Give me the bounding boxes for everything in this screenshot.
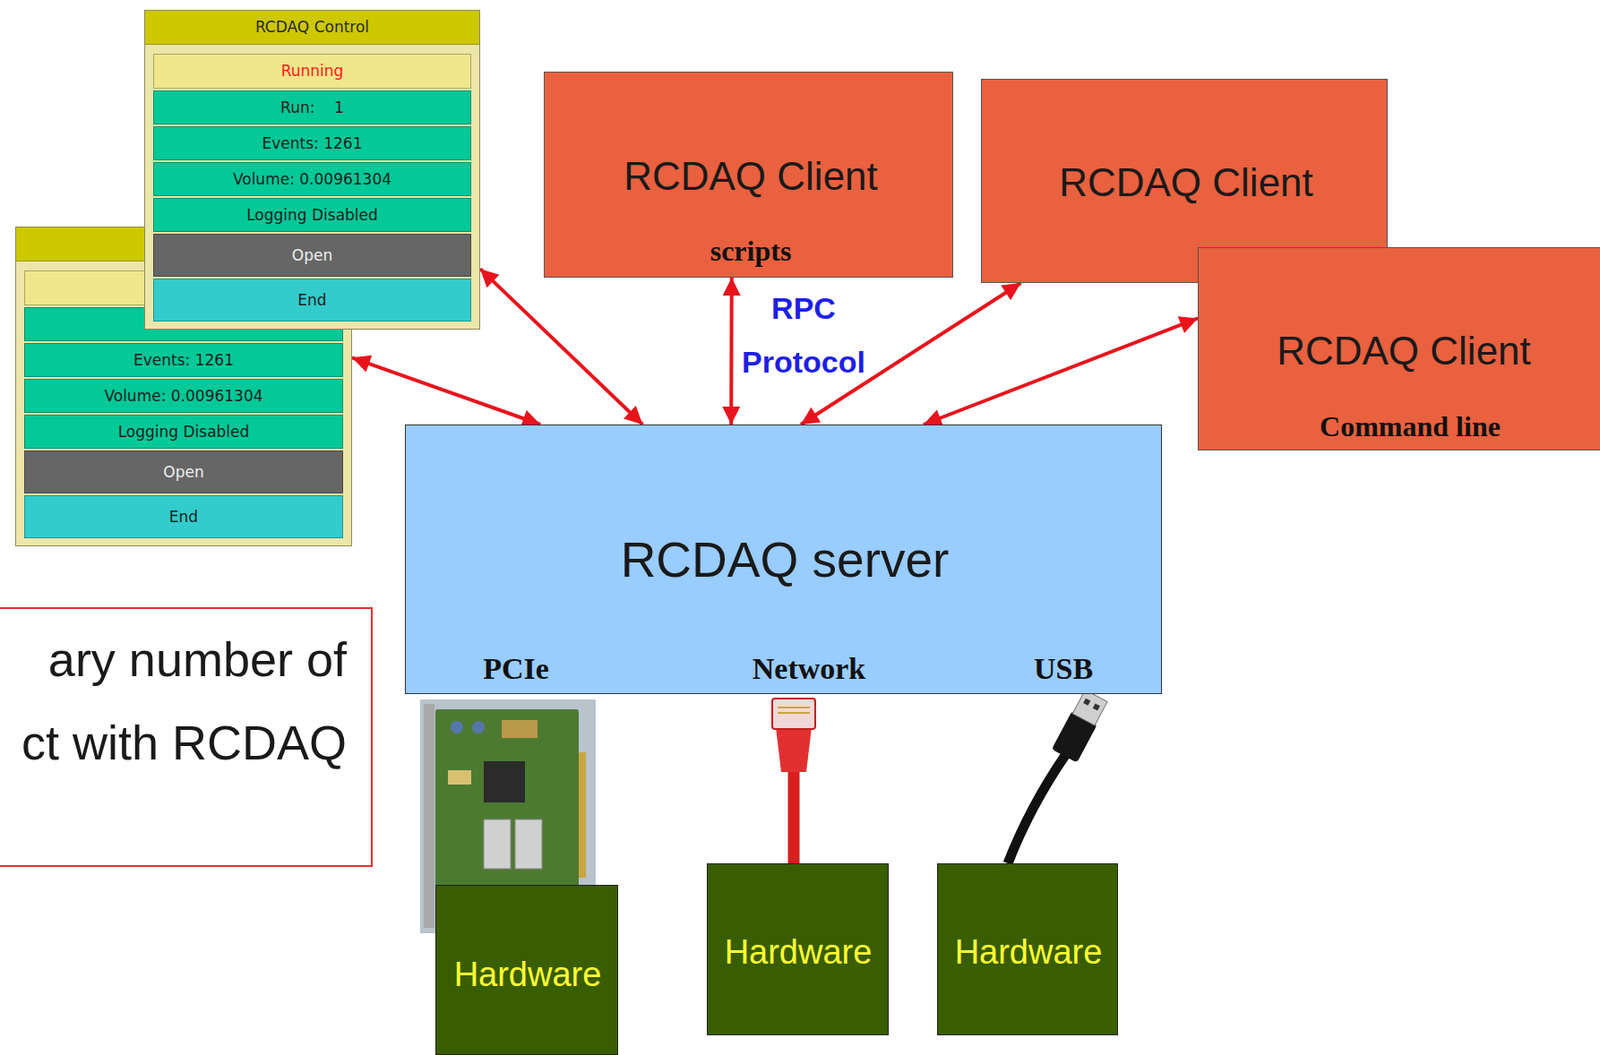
- box-title: RCDAQ Client: [1276, 329, 1532, 373]
- status-row-text: Volume: 0.00961304: [103, 387, 263, 405]
- status-row: Running: [153, 53, 472, 89]
- hardware-box: Hardware: [937, 863, 1119, 1036]
- cable: [788, 768, 800, 864]
- plug-hole: [1083, 698, 1091, 706]
- status-row-text: Events: 1261: [262, 135, 363, 153]
- client-box: RCDAQ Client scripts: [543, 71, 954, 278]
- status-row: Volume: 0.00961304: [153, 162, 472, 197]
- end-button: End: [24, 495, 344, 539]
- window-title: RCDAQ Control: [145, 10, 480, 45]
- usb-cable: [1007, 688, 1110, 864]
- open-button-text: Open: [292, 247, 333, 265]
- status-row: Events: 1261: [153, 126, 472, 161]
- box-title: RCDAQ Client: [1058, 161, 1314, 205]
- circuit-board: [435, 709, 579, 912]
- open-button: Open: [153, 233, 472, 277]
- component: [447, 770, 472, 785]
- status-row-text: Logging Disabled: [246, 206, 379, 224]
- status-row-text: Run: 1: [280, 99, 345, 117]
- interface-name: USB: [1033, 652, 1093, 686]
- status-row: Volume: 0.00961304: [24, 378, 344, 413]
- protocol-label: RPC Protocol: [736, 281, 871, 389]
- sfp-cage: [483, 819, 511, 869]
- open-button-text: Open: [163, 464, 204, 482]
- interface-name: PCIe: [482, 652, 550, 686]
- note-box: ary number of ct with RCDAQ: [0, 607, 373, 868]
- window-title-text: RCDAQ Control: [255, 18, 370, 36]
- sfp-cage: [515, 819, 542, 869]
- box-subtitle: Command line: [1319, 411, 1501, 443]
- component: [501, 720, 538, 739]
- connector: [450, 721, 464, 734]
- box-title: RCDAQ Client: [623, 154, 878, 198]
- note-text: ct with RCDAQ: [21, 716, 347, 770]
- connector: [472, 721, 485, 734]
- ethernet-cable: [772, 698, 816, 864]
- open-button: Open: [24, 450, 344, 494]
- rpc-arrow: [352, 357, 541, 425]
- end-button-text: End: [169, 508, 198, 526]
- control-window: RCDAQ ControlRunningRun: 1 Events: 1261Vo…: [144, 9, 481, 330]
- plug-head: [772, 698, 816, 730]
- cable: [1007, 754, 1067, 864]
- server-box: RCDAQ serverPCIe Network USB: [404, 424, 1162, 695]
- end-button: End: [153, 278, 472, 322]
- status-row: Logging Disabled: [153, 197, 472, 233]
- box-title: RCDAQ server: [620, 533, 950, 588]
- usb-plug: [1051, 688, 1110, 763]
- box-subtitle: scripts: [710, 235, 792, 267]
- status-row: Events: 1261: [24, 343, 344, 378]
- rpc-arrow: [923, 318, 1198, 425]
- status-row-text: Events: 1261: [133, 352, 234, 370]
- fpga-chip: [483, 761, 525, 803]
- hardware-box: Hardware: [435, 885, 619, 1055]
- plug-hole: [1092, 703, 1101, 711]
- interface-name: Network: [752, 652, 867, 686]
- hardware-label: Hardware: [454, 956, 603, 995]
- status-row-text: Running: [281, 62, 345, 80]
- rpc-arrow: [729, 277, 734, 425]
- client-box: RCDAQ ClientCommand line: [1197, 247, 1600, 451]
- hardware-box: Hardware: [706, 863, 889, 1036]
- card-bracket: [423, 704, 435, 929]
- end-button-text: End: [297, 292, 327, 310]
- plug-boot: [775, 727, 812, 773]
- plug-pins: [777, 707, 810, 714]
- note-text: ary number of: [48, 633, 347, 687]
- hardware-label: Hardware: [954, 934, 1103, 973]
- status-row: Logging Disabled: [24, 414, 344, 449]
- status-row-text: Volume: 0.00961304: [232, 171, 392, 189]
- status-row-text: Logging Disabled: [118, 423, 250, 441]
- plug-metal: [1072, 689, 1108, 726]
- rpc-arrow: [480, 268, 643, 425]
- gold-fingers: [578, 752, 586, 878]
- hardware-label: Hardware: [724, 934, 873, 973]
- status-row: Run: 1: [153, 90, 472, 125]
